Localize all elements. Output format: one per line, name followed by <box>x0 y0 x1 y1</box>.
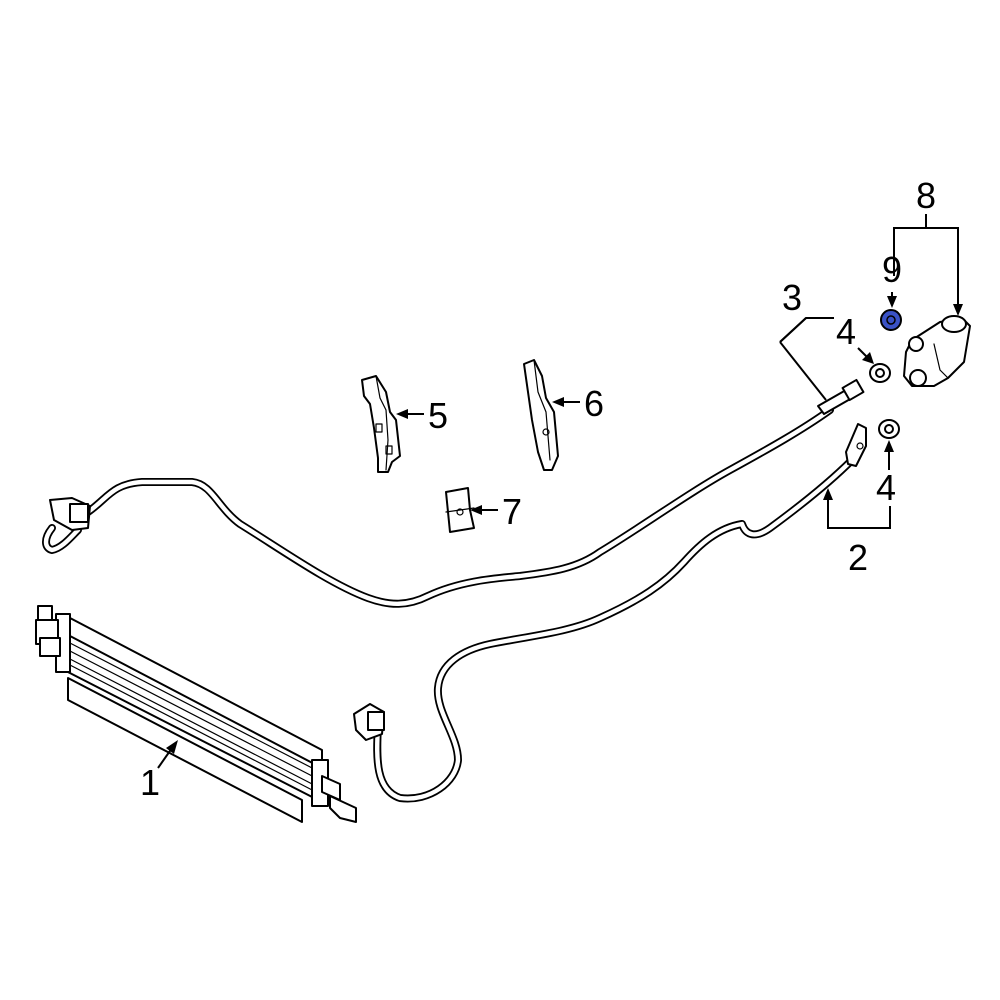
callout-5: 5 <box>428 395 448 436</box>
callout-4-upper: 4 <box>836 311 856 352</box>
bracket-5 <box>361 375 401 473</box>
leader-8 <box>893 214 963 316</box>
callout-9: 9 <box>882 249 902 290</box>
leader-7 <box>470 505 498 515</box>
leader-5 <box>396 409 424 419</box>
leader-2 <box>823 488 891 529</box>
leader-4-upper <box>857 347 874 364</box>
callout-8: 8 <box>916 175 936 216</box>
return-line-left-end <box>353 703 385 741</box>
connector-8 <box>903 315 971 387</box>
callout-7: 7 <box>502 491 522 532</box>
o-ring-9 <box>880 309 902 331</box>
pressure-line-left-end <box>42 497 91 554</box>
callout-4-lower: 4 <box>876 467 896 508</box>
leader-6 <box>552 397 580 407</box>
leader-3 <box>779 317 834 401</box>
oil-cooler <box>35 605 357 823</box>
callout-1: 1 <box>140 762 160 803</box>
callout-3: 3 <box>782 277 802 318</box>
clip-7 <box>445 487 475 533</box>
callouts: 1 2 3 4 4 5 6 7 8 9 <box>140 175 936 803</box>
leader-9 <box>887 292 897 308</box>
bracket-6 <box>523 359 559 471</box>
leader-4-lower <box>884 440 894 470</box>
pressure-line-fitting <box>817 378 865 415</box>
seal-washer-upper <box>869 363 891 383</box>
seal-washer-lower <box>878 419 900 439</box>
callout-2: 2 <box>848 537 868 578</box>
leader-1 <box>157 740 178 769</box>
return-line-bracket <box>845 423 867 467</box>
callout-6: 6 <box>584 383 604 424</box>
pressure-line <box>84 406 834 608</box>
return-line <box>373 456 856 803</box>
